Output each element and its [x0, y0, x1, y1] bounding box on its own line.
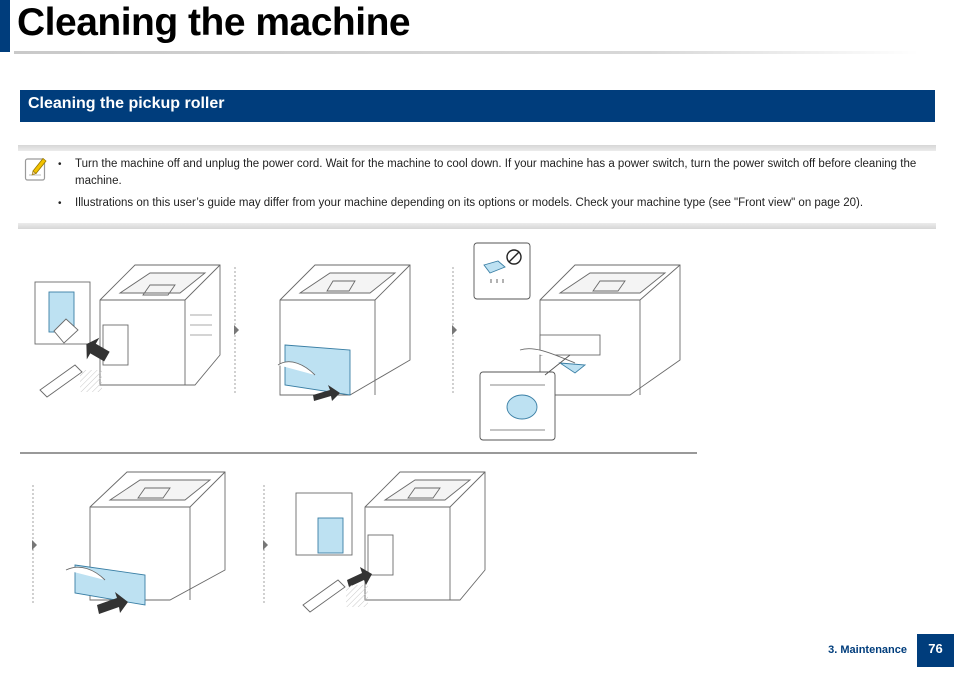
section-header: Cleaning the pickup roller	[20, 90, 935, 122]
step-pull-out-tray	[277, 264, 457, 401]
note-box: Turn the machine off and unplug the powe…	[18, 145, 936, 229]
note-bottom-rule	[18, 223, 936, 229]
page-number: 76	[917, 634, 954, 667]
procedure-illustration	[20, 242, 697, 614]
step-wipe-pickup-roller	[473, 242, 681, 441]
step-unplug-power-cord	[34, 264, 239, 398]
note-top-rule	[18, 145, 936, 151]
step-plug-in-power-cord	[263, 471, 486, 613]
section-title: Cleaning the pickup roller	[28, 95, 225, 112]
footer-chapter: 3. Maintenance	[828, 644, 907, 656]
note-item: Illustrations on this user’s guide may d…	[58, 195, 928, 212]
title-divider	[14, 51, 919, 54]
note-pencil-icon	[24, 157, 47, 181]
note-list: Turn the machine off and unplug the powe…	[58, 156, 928, 212]
step-reinsert-tray	[32, 471, 226, 614]
note-item: Turn the machine off and unplug the powe…	[58, 156, 928, 190]
title-accent-bar	[0, 0, 10, 52]
page-title: Cleaning the machine	[17, 1, 411, 44]
